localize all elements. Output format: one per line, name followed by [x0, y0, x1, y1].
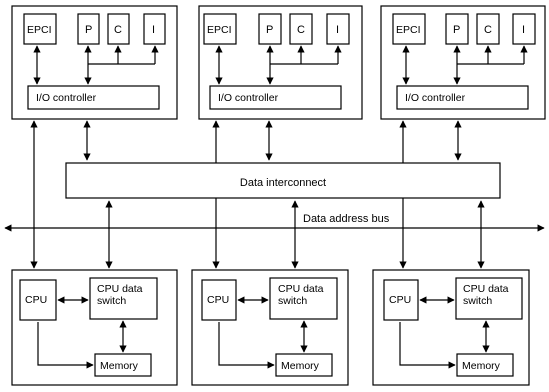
- cpu-data-switch-label-line1: CPU data: [278, 283, 324, 295]
- data-interconnect-box: [65, 162, 501, 199]
- cpu-data-switch-label-line2: switch: [97, 295, 126, 307]
- i-box: [143, 13, 166, 45]
- cpu-board-2: CPU CPU data switch Memory: [191, 269, 349, 386]
- memory-label: Memory: [100, 360, 139, 372]
- io-controller-label: I/O controller: [218, 92, 279, 104]
- p-label: P: [266, 24, 273, 36]
- memory-label: Memory: [462, 360, 501, 372]
- data-interconnect-label: Data interconnect: [240, 177, 326, 189]
- data-address-bus: Data address bus: [4, 213, 545, 232]
- cpu-memory-link: [37, 322, 94, 369]
- p-label: P: [453, 24, 460, 36]
- memory-box: [275, 353, 333, 377]
- c-label: C: [297, 24, 305, 36]
- cpu-data-switch-box: [89, 277, 158, 320]
- epci-box: [392, 13, 426, 45]
- cpu-label: CPU: [207, 294, 229, 306]
- io-board-3: EPCI P C I I/O controller: [380, 5, 546, 269]
- i-label: I: [336, 24, 339, 36]
- io-controller-box: [27, 85, 160, 110]
- io-controller-box: [396, 85, 529, 110]
- epci-box: [23, 13, 57, 45]
- cpu-memory-link: [218, 322, 275, 369]
- c-label: C: [484, 24, 492, 36]
- epci-label: EPCI: [27, 24, 52, 36]
- epci-box: [203, 13, 237, 45]
- p-box: [77, 13, 100, 45]
- cpu-memory-link: [399, 322, 456, 369]
- c-box: [476, 13, 500, 45]
- cpu-board-3: CPU CPU data switch Memory: [372, 269, 530, 386]
- cpu-data-switch-label-line1: CPU data: [463, 283, 509, 295]
- cpu-data-switch-box: [455, 277, 523, 320]
- i-box: [512, 13, 536, 45]
- cpu-board-1: CPU CPU data switch Memory: [11, 269, 178, 386]
- cpu-box: [201, 279, 237, 321]
- io-board-1: EPCI P C I I/O controller: [11, 5, 178, 269]
- cpu-data-switch-box: [269, 277, 338, 320]
- memory-box: [94, 353, 152, 377]
- p-box: [445, 13, 469, 45]
- memory-box: [456, 353, 514, 377]
- epci-label: EPCI: [207, 24, 232, 36]
- data-interconnect: Data interconnect: [65, 162, 501, 269]
- cpu-box: [383, 279, 419, 321]
- c-box: [289, 13, 313, 45]
- io-board-2: EPCI P C I I/O controller: [198, 5, 363, 269]
- io-controller-label: I/O controller: [36, 92, 97, 104]
- cpu-data-switch-label-line2: switch: [463, 295, 492, 307]
- cpu-label: CPU: [389, 294, 411, 306]
- p-label: P: [85, 24, 92, 36]
- cpu-label: CPU: [25, 294, 47, 306]
- data-address-bus-label: Data address bus: [303, 213, 390, 225]
- cpu-data-switch-label-line1: CPU data: [97, 283, 143, 295]
- i-box: [326, 13, 350, 45]
- i-label: I: [152, 24, 155, 36]
- cpu-data-switch-label-line2: switch: [278, 295, 307, 307]
- memory-label: Memory: [281, 360, 320, 372]
- epci-label: EPCI: [396, 24, 421, 36]
- i-label: I: [522, 24, 525, 36]
- c-label: C: [114, 24, 122, 36]
- c-box: [107, 13, 130, 45]
- io-controller-label: I/O controller: [405, 92, 466, 104]
- cpu-box: [19, 279, 57, 321]
- io-controller-box: [209, 85, 342, 110]
- p-box: [258, 13, 282, 45]
